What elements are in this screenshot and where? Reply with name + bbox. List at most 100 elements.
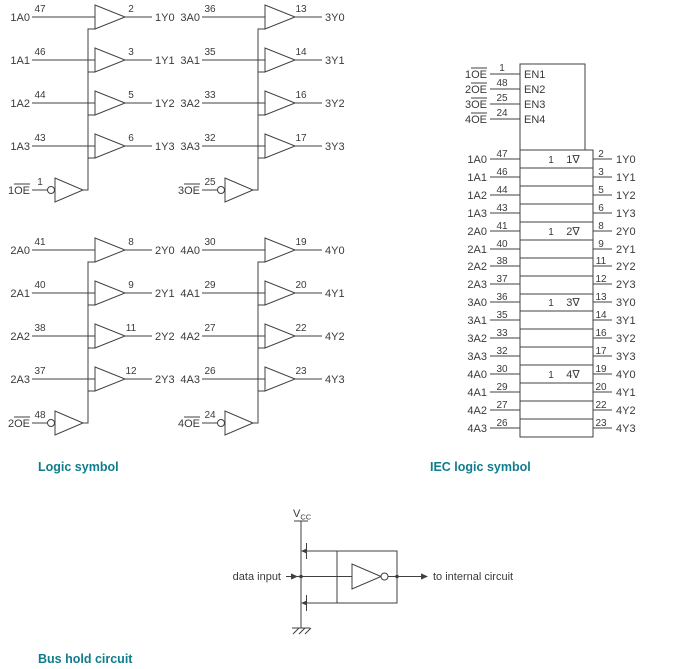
group-wires [32, 249, 152, 424]
output-pin-number: 19 [595, 364, 607, 375]
output-pin-number: 13 [295, 4, 307, 15]
buffer-triangle-icon [94, 237, 127, 392]
input-pin-number: 30 [204, 237, 216, 248]
oe-overlines [471, 67, 487, 114]
output-label: 1Y2 [155, 98, 175, 110]
input-pin-number: 37 [34, 366, 46, 377]
input-pin-number: 26 [204, 366, 216, 377]
input-label: 4A3 [467, 423, 487, 435]
iec-row-separators [520, 167, 593, 420]
output-pin-number: 14 [295, 47, 307, 58]
enable-rail [83, 261, 95, 424]
output-pin-number: 11 [126, 323, 137, 334]
input-pin-number: 35 [204, 47, 216, 58]
function-qualifier: 1 [548, 155, 554, 166]
input-label: 2A0 [10, 245, 30, 257]
output-label: 4Y1 [616, 387, 636, 399]
output-pin-number: 12 [125, 366, 137, 377]
input-pin-number: 37 [496, 274, 508, 285]
output-pin-number: 5 [128, 90, 134, 101]
input-pin-number: 27 [204, 323, 216, 334]
logic-group-4: 4A0 30 19 4Y0 4A1 29 20 4Y1 4A2 27 22 4Y… [178, 237, 345, 436]
output-label: 2Y2 [155, 331, 175, 343]
supply-rail [294, 520, 308, 628]
output-label: 3Y2 [325, 98, 345, 110]
output-pin-number: 19 [295, 237, 307, 248]
output-pin-number: 16 [295, 90, 307, 101]
output-pin-number: 2 [128, 4, 134, 15]
input-label: 4A0 [467, 369, 487, 381]
transistor-top-arrow-icon [301, 548, 307, 554]
input-label: 4A2 [180, 331, 200, 343]
logic-group-1: 1A0 47 2 1Y0 1A1 46 3 1Y1 1A2 44 5 1Y2 1… [8, 4, 175, 203]
output-label: 2Y3 [616, 279, 636, 291]
oe-label: 4OE [465, 114, 487, 126]
inverter-bubble-icon [380, 572, 389, 581]
inverter-icon [351, 563, 383, 590]
buffer-triangle-icon [94, 4, 127, 159]
tristate-qualifier: 4∇ [566, 369, 580, 381]
function-qualifier: 1 [548, 298, 554, 309]
input-arrow-icon [291, 573, 298, 580]
enable-pin-number: 1 [499, 63, 505, 74]
transistor-bottom-arrow-icon [301, 600, 307, 606]
input-pin-number: 41 [34, 237, 46, 248]
input-label: 4A0 [180, 245, 200, 257]
input-label: 2A2 [10, 331, 30, 343]
input-pin-number: 30 [496, 364, 508, 375]
caption-logic-symbol: Logic symbol [38, 460, 119, 474]
buffer-triangle-icon [264, 4, 297, 159]
output-arrow-icon [421, 573, 428, 580]
oe-pin-number: 25 [204, 177, 216, 188]
oe-label: 2OE [465, 84, 487, 96]
output-pin-number: 9 [128, 280, 134, 291]
output-label: 3Y1 [616, 315, 636, 327]
output-label: 4Y0 [325, 245, 345, 257]
oe-pin-number: 1 [37, 177, 43, 188]
transistor-top-icon [306, 543, 337, 559]
input-label: 1A2 [10, 98, 30, 110]
input-pin-number: 27 [496, 400, 508, 411]
transistor-bottom-icon [306, 595, 337, 611]
input-pin-number: 40 [496, 239, 508, 250]
input-label: 3A3 [467, 351, 487, 363]
input-pin-number: 46 [496, 167, 508, 178]
logic-symbol: 1A0 47 2 1Y0 1A1 46 3 1Y1 1A2 44 5 1Y2 1… [8, 4, 345, 474]
output-pin-number: 9 [598, 239, 604, 250]
output-pin-number: 5 [598, 185, 604, 196]
input-label: 4A1 [467, 387, 487, 399]
output-label: 3Y3 [616, 351, 636, 363]
input-label: 2A0 [467, 226, 487, 238]
input-label: 4A2 [467, 405, 487, 417]
input-pin-number: 32 [204, 133, 216, 144]
output-pin-number: 17 [295, 133, 307, 144]
input-label: 2A3 [10, 374, 30, 386]
input-label: 3A1 [180, 55, 200, 67]
output-label: 1Y2 [616, 190, 636, 202]
output-label: 4Y0 [616, 369, 636, 381]
oe-inverter-icon [54, 410, 85, 436]
output-label: 2Y2 [616, 261, 636, 273]
output-pin-number: 14 [595, 310, 607, 321]
output-pin-number: 22 [295, 323, 307, 334]
enable-rail [83, 28, 95, 191]
input-label: 1A2 [467, 190, 487, 202]
enable-wires [490, 73, 520, 120]
input-pin-number: 40 [34, 280, 46, 291]
output-label: 2Y1 [155, 288, 175, 300]
output-label: 2Y0 [155, 245, 175, 257]
input-label: 2A1 [467, 244, 487, 256]
output-label: 1Y0 [155, 12, 175, 24]
oe-label: 1OE [8, 185, 30, 197]
input-label: 1A3 [467, 208, 487, 220]
output-pin-number: 13 [595, 292, 607, 303]
input-pin-number: 43 [496, 203, 508, 214]
input-pin-number: 35 [496, 310, 508, 321]
input-label: 1A1 [467, 172, 487, 184]
input-label: 1A0 [10, 12, 30, 24]
function-qualifier: 1 [548, 227, 554, 238]
input-pin-number: 44 [496, 185, 508, 196]
output-label: 2Y3 [155, 374, 175, 386]
output-pin-number: 23 [295, 366, 307, 377]
